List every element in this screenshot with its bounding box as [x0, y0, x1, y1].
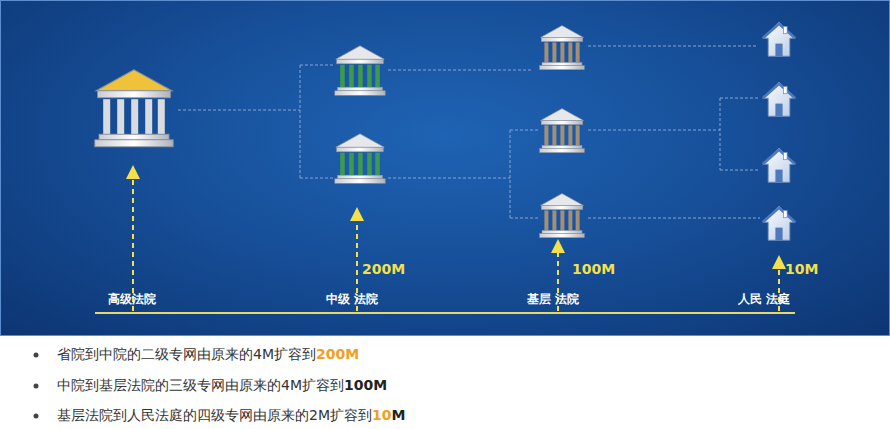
bullet-line: 中院到基层法院的三级专网由原来的4M扩容到100M: [57, 377, 387, 395]
level-label: 基层 法院: [527, 291, 579, 308]
bullet-dots: [34, 353, 39, 419]
bandwidth-label: 100M: [572, 261, 615, 277]
court-buildings: [95, 22, 795, 240]
bandwidth-arrows: [133, 172, 779, 311]
bullet-text: 中院到基层法院的三级专网由原来的4M扩容到: [57, 377, 344, 395]
bandwidth-value: M: [391, 407, 405, 423]
bullet-line: 基层法院到人民法庭的四级专网由原来的2M扩容到10M: [57, 407, 405, 425]
bullet-text: 省院到中院的二级专网由原来的4M扩容到: [57, 346, 316, 364]
bandwidth-label: 200M: [362, 261, 405, 277]
bullet-text: 基层法院到人民法庭的四级专网由原来的2M扩容到: [57, 407, 372, 425]
level-axis: [95, 312, 795, 314]
bandwidth-label: 10M: [785, 261, 818, 277]
bandwidth-value: 100M: [344, 377, 387, 393]
level-label: 人民 法庭: [738, 291, 790, 308]
bandwidth-value: 200M: [316, 346, 359, 362]
level-label: 高级法院: [108, 291, 156, 308]
bandwidth-value: 10: [372, 407, 391, 423]
background-panel: [0, 0, 890, 336]
network-lines: [178, 46, 760, 218]
level-label: 中级 法院: [326, 291, 378, 308]
bullet-line: 省院到中院的二级专网由原来的4M扩容到200M: [57, 346, 359, 364]
